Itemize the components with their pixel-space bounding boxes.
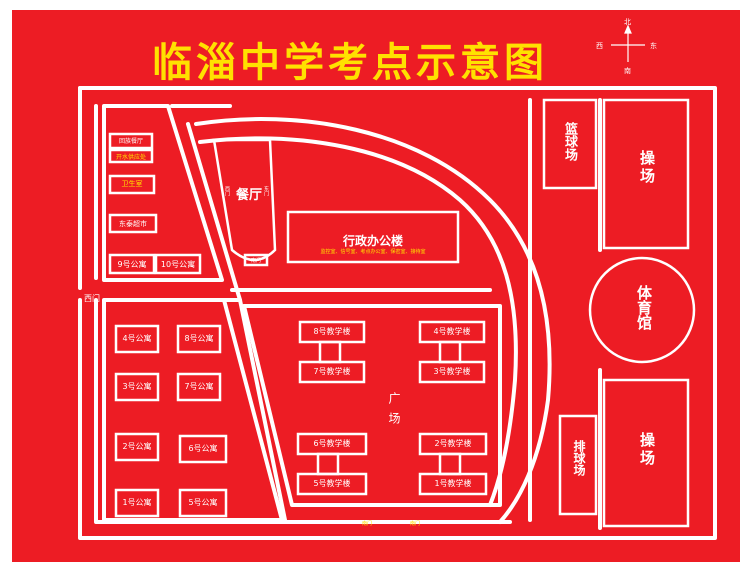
- admin-outline: [286, 210, 460, 264]
- teach7-label: 7号教学楼: [313, 367, 351, 376]
- south-gate-2: 南门: [410, 521, 421, 527]
- canteen-label: 餐厅: [236, 188, 263, 203]
- compass-south: 南: [624, 67, 631, 75]
- road-lines: [78, 86, 717, 540]
- map-title: 临淄中学考点示意图: [152, 40, 548, 86]
- canteen-south-door: 南门: [250, 258, 261, 264]
- dorm9-label: 9号公寓: [117, 260, 147, 269]
- plaza-label: 广场: [387, 392, 401, 432]
- compass-east: 东: [650, 42, 657, 50]
- compass-west: 西: [596, 42, 603, 50]
- outer-wall-path: [78, 86, 717, 540]
- clinic-label: 卫生室: [121, 180, 143, 188]
- canteen-outline: [212, 138, 277, 262]
- supermarket-label: 东泰超市: [119, 220, 147, 228]
- teach6-label: 6号教学楼: [313, 439, 351, 448]
- teach4-label: 4号教学楼: [433, 327, 471, 336]
- west-gate-label: 西门: [84, 294, 100, 303]
- field-south-label: 操场: [638, 432, 656, 468]
- diag-road-2: [222, 298, 284, 522]
- teach2-label: 2号教学楼: [434, 439, 472, 448]
- dorm6-label: 6号公寓: [188, 444, 218, 453]
- compass-north: 北: [624, 18, 631, 26]
- teach1-label: 1号教学楼: [434, 479, 472, 488]
- dorm-south-block: [102, 298, 287, 522]
- field-north-label: 操场: [638, 150, 656, 186]
- admin-label: 行政办公楼: [342, 234, 403, 248]
- gym-label: 体育馆: [635, 285, 653, 330]
- arc-road-inner: [198, 136, 518, 507]
- water-label: 开水供应处: [115, 154, 146, 161]
- teach8-label: 8号教学楼: [313, 327, 351, 336]
- building-outlines: [108, 98, 696, 528]
- reception-label: 回族餐厅: [118, 138, 143, 145]
- reception-box: [108, 132, 154, 150]
- plaza-block: [242, 304, 502, 507]
- dorm7-label: 7号公寓: [184, 382, 214, 391]
- dorm8-label: 8号公寓: [184, 334, 214, 343]
- basketball-label: 篮球场: [562, 122, 577, 161]
- map-background: [12, 10, 740, 562]
- dorm10-label: 10号公寓: [160, 260, 196, 269]
- compass-rose: [611, 24, 645, 62]
- dorm5-label: 5号公寓: [188, 498, 218, 507]
- arc-road-outer: [194, 117, 552, 524]
- south-gate-1: 南门: [362, 521, 373, 527]
- teach5-label: 5号教学楼: [313, 479, 351, 488]
- admin-sub-label: 监控室、信号室、考点办公室、保密室、接待室: [320, 249, 426, 255]
- dorm3-label: 3号公寓: [122, 382, 152, 391]
- volleyball-label: 排球场: [572, 440, 586, 476]
- teach3-label: 3号教学楼: [433, 367, 471, 376]
- west-road-lower: [94, 298, 512, 524]
- dorm-north-block: [102, 104, 224, 282]
- canteen-east-door: 东门: [263, 186, 269, 196]
- dorm1-label: 1号公寓: [122, 498, 152, 507]
- canteen-west-door: 西门: [224, 186, 230, 196]
- dorm2-label: 2号公寓: [122, 442, 152, 451]
- dorm4-label: 4号公寓: [122, 334, 152, 343]
- diag-road-1: [186, 122, 242, 302]
